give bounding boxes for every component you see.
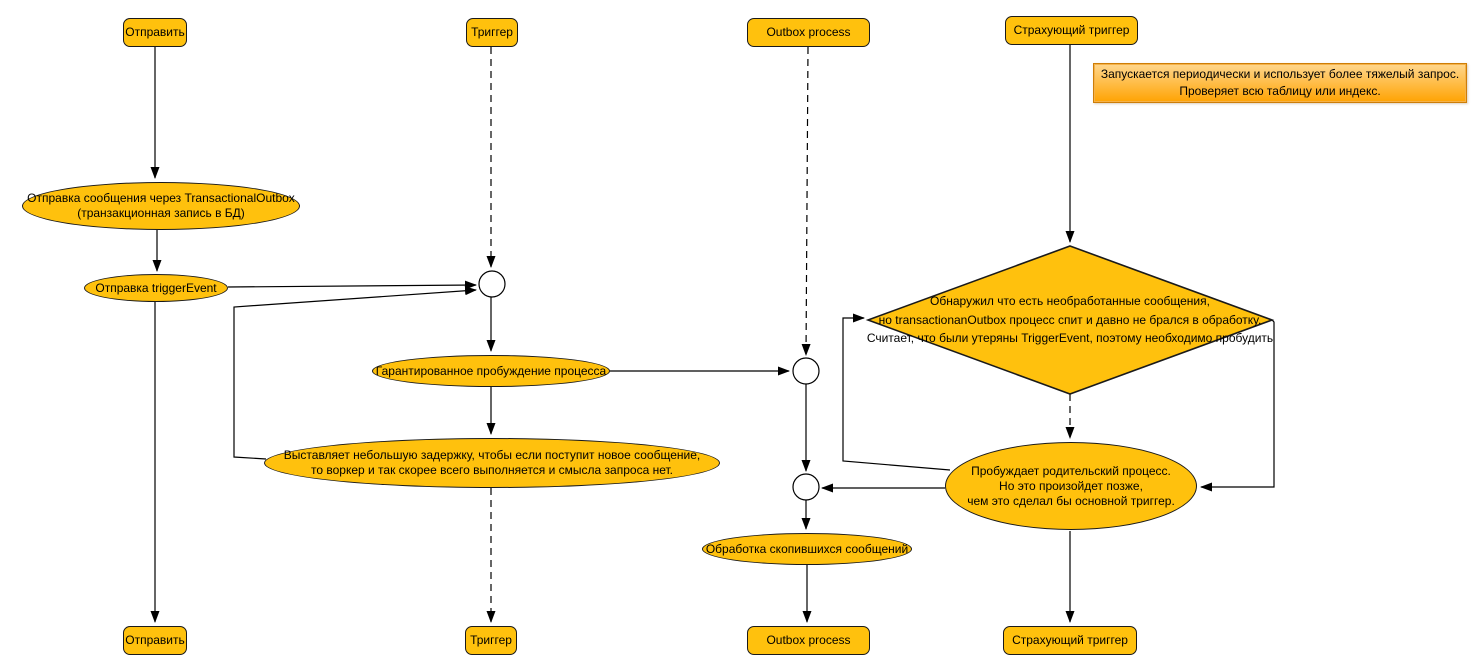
- edge-decision-right-loop-to-wakeparent: [1200, 319, 1275, 492]
- merge-junction-outbox-1: [792, 357, 820, 385]
- activity-send-message: Отправка сообщения через TransactionalOu…: [22, 182, 300, 230]
- activity-process-accumulated: Обработка скопившихся сообщений: [702, 533, 912, 565]
- participant-outbox-top: Outbox process: [747, 18, 870, 47]
- participant-outbox-bottom: Outbox process: [747, 626, 870, 655]
- edge-delay-loop-to-junction: [233, 286, 477, 460]
- edge-wakeparent-loop-to-decision: [842, 313, 951, 471]
- merge-junction-outbox-2: [792, 473, 820, 501]
- participant-trigger-bottom: Триггер: [465, 626, 517, 655]
- participant-trigger-top: Триггер: [466, 18, 518, 47]
- participant-backup-trigger-bottom: Страхующий триггер: [1003, 626, 1137, 655]
- note-backup-trigger: Запускается периодически и использует бо…: [1093, 63, 1467, 103]
- decision-diamond-text: Обнаружил что есть необработанные сообще…: [866, 294, 1274, 346]
- edge-triggerevent-to-junction: [227, 280, 477, 290]
- participant-send-bottom: Отправить: [123, 626, 187, 655]
- decision-diamond-shape: [865, 245, 1275, 395]
- activity-guaranteed-wakeup: Гарантированное пробуждение процесса: [372, 355, 610, 387]
- participant-backup-trigger-top: Страхующий триггер: [1005, 16, 1138, 45]
- edge-outbox-lifeline-top: [801, 46, 811, 356]
- participant-send-top: Отправить: [123, 18, 187, 47]
- activity-wake-parent: Пробуждает родительский процесс. Но это …: [945, 442, 1197, 530]
- activity-send-trigger-event: Отправка triggerEvent: [84, 274, 228, 302]
- activity-delay-note: Выставляет небольшую задержку, чтобы есл…: [264, 438, 720, 488]
- merge-junction-trigger: [478, 270, 506, 298]
